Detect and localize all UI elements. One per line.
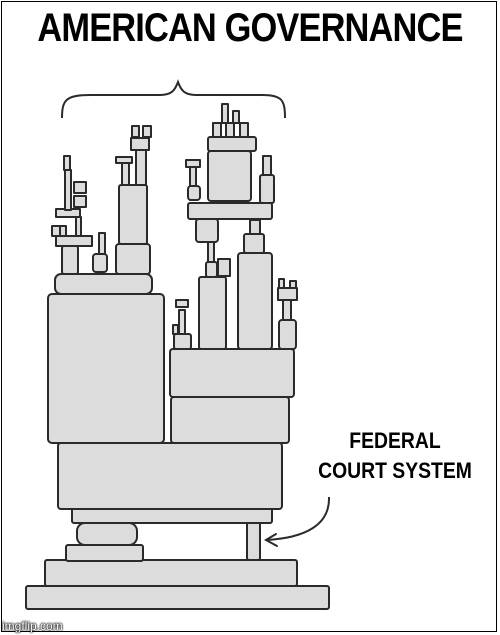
federal-court-annotation: FEDERAL COURT SYSTEM [316,426,474,486]
right-crown-tiny-a [212,122,222,138]
pointer-arrow [265,496,331,541]
right-column-b-cap [243,233,265,254]
left-nub [51,225,61,237]
left-cap [54,273,153,295]
right-side-block [259,174,275,204]
left-post [135,149,147,186]
right-crown-tiny-c [239,122,249,138]
right-mid-block [169,348,295,398]
large-slab [57,442,283,510]
right-block-under [195,218,219,243]
left-knob-stick [98,232,106,255]
left-tiny-b [142,125,152,138]
right-column-a-top [205,261,218,278]
left-stick-cap [115,156,133,164]
right-column-b-neck [249,219,261,235]
left-big-block [47,293,165,444]
left-tiny-a [131,125,140,138]
left-cube [115,243,151,275]
base-step-left [65,544,144,562]
arrow-head-icon [263,533,278,547]
left-post-cap [130,137,150,151]
left-knob [92,253,108,273]
left-stick [121,161,130,186]
meme-title: AMERICAN GOVERNANCE [37,6,463,50]
base-small-block [76,522,138,546]
annotation-line-2: COURT SYSTEM [318,458,472,483]
right-column-a [198,276,227,350]
right-pin-a-top [175,299,189,308]
left-upright [64,169,72,211]
right-pin-b [172,324,179,335]
base-plank-bottom [25,585,330,610]
right-edge-tiny-b [289,280,297,289]
left-plank [55,235,93,247]
left-tall-column [118,184,148,245]
right-column-b [237,252,273,350]
right-column-a-knob [217,258,231,277]
right-edge-cap [277,287,298,301]
tower [25,103,330,610]
right-edge-block [278,319,297,350]
right-low-block [170,396,290,444]
annotation-line-1: FEDERAL [349,428,441,453]
left-pin [75,216,82,237]
federal-court-pillar [246,521,261,561]
left-side-box-a [73,181,87,194]
right-wide-plank [187,202,273,220]
right-crown-tiny-b [225,122,235,138]
right-column-a-stick [207,241,215,263]
right-tall-left-knob [187,185,201,201]
right-crown-top [207,136,257,152]
left-small-block [61,245,79,275]
right-crown-pin [221,103,229,124]
right-small-cube [173,333,192,350]
left-upright-top [63,155,71,171]
right-tall-left-top [185,159,201,168]
left-side-box-b [73,195,87,208]
imgflip-watermark: imgflip.com [2,619,63,633]
right-edge-stick [282,299,292,321]
right-crown-block [207,150,252,202]
curly-brace [61,79,286,119]
support-plank [71,507,273,524]
right-pin-a [178,309,186,335]
base-plank [44,559,298,587]
right-edge-tiny-a [278,278,285,289]
right-side-cap [262,155,272,176]
right-crown-pin-b [232,110,240,124]
